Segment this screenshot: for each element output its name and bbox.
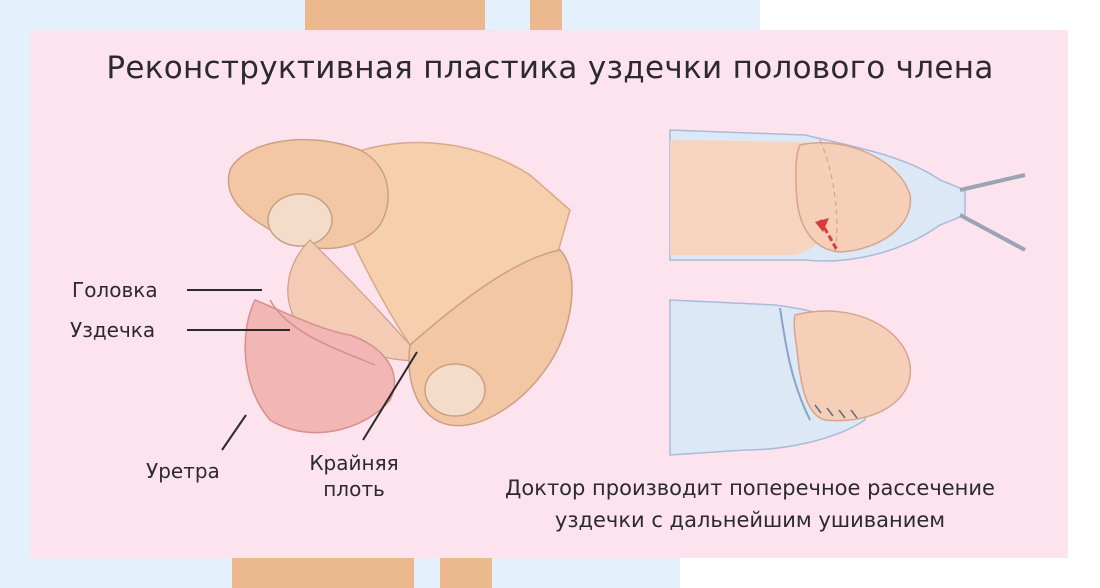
label-frenulum: Уздечка: [70, 318, 156, 342]
decor-orange-bottom-1: [232, 558, 414, 588]
label-foreskin: Крайняя плоть: [298, 450, 410, 502]
lower-suture-edge: [779, 307, 811, 421]
caption-line2: уздечки с дальнейшим ушиванием: [554, 508, 946, 532]
leader-foreskin: [362, 351, 418, 441]
upper-shaft-inner: [670, 140, 837, 255]
upper-clamp: [959, 173, 1026, 192]
decor-orange-top-1: [305, 0, 485, 30]
caption-line1: Доктор производит поперечное рассечение: [505, 476, 995, 500]
procedure-caption: Доктор производит поперечное рассечение …: [440, 472, 1060, 536]
decor-orange-top-2: [530, 0, 562, 30]
leader-urethra: [221, 414, 247, 451]
label-foreskin-line2: плоть: [323, 477, 385, 501]
decor-orange-bottom-2: [440, 558, 492, 588]
glans-corona: [269, 299, 376, 366]
label-foreskin-line1: Крайняя: [309, 451, 399, 475]
page-title: Реконструктивная пластика уздечки полово…: [106, 50, 994, 86]
incision-guide: [819, 139, 838, 253]
procedure-illustration: [669, 129, 1026, 456]
incision-arrow: [815, 218, 829, 232]
lower-clamp: [959, 213, 1026, 252]
anatomy-illustration: [227, 138, 573, 434]
label-glans: Головка: [72, 278, 158, 302]
lower-glans: [793, 310, 912, 422]
suture-stitches: [814, 404, 858, 419]
label-urethra: Уретра: [146, 459, 220, 483]
lower-fingernail: [424, 363, 486, 417]
glans-shape: [244, 299, 396, 434]
upper-fingernail: [267, 193, 333, 247]
